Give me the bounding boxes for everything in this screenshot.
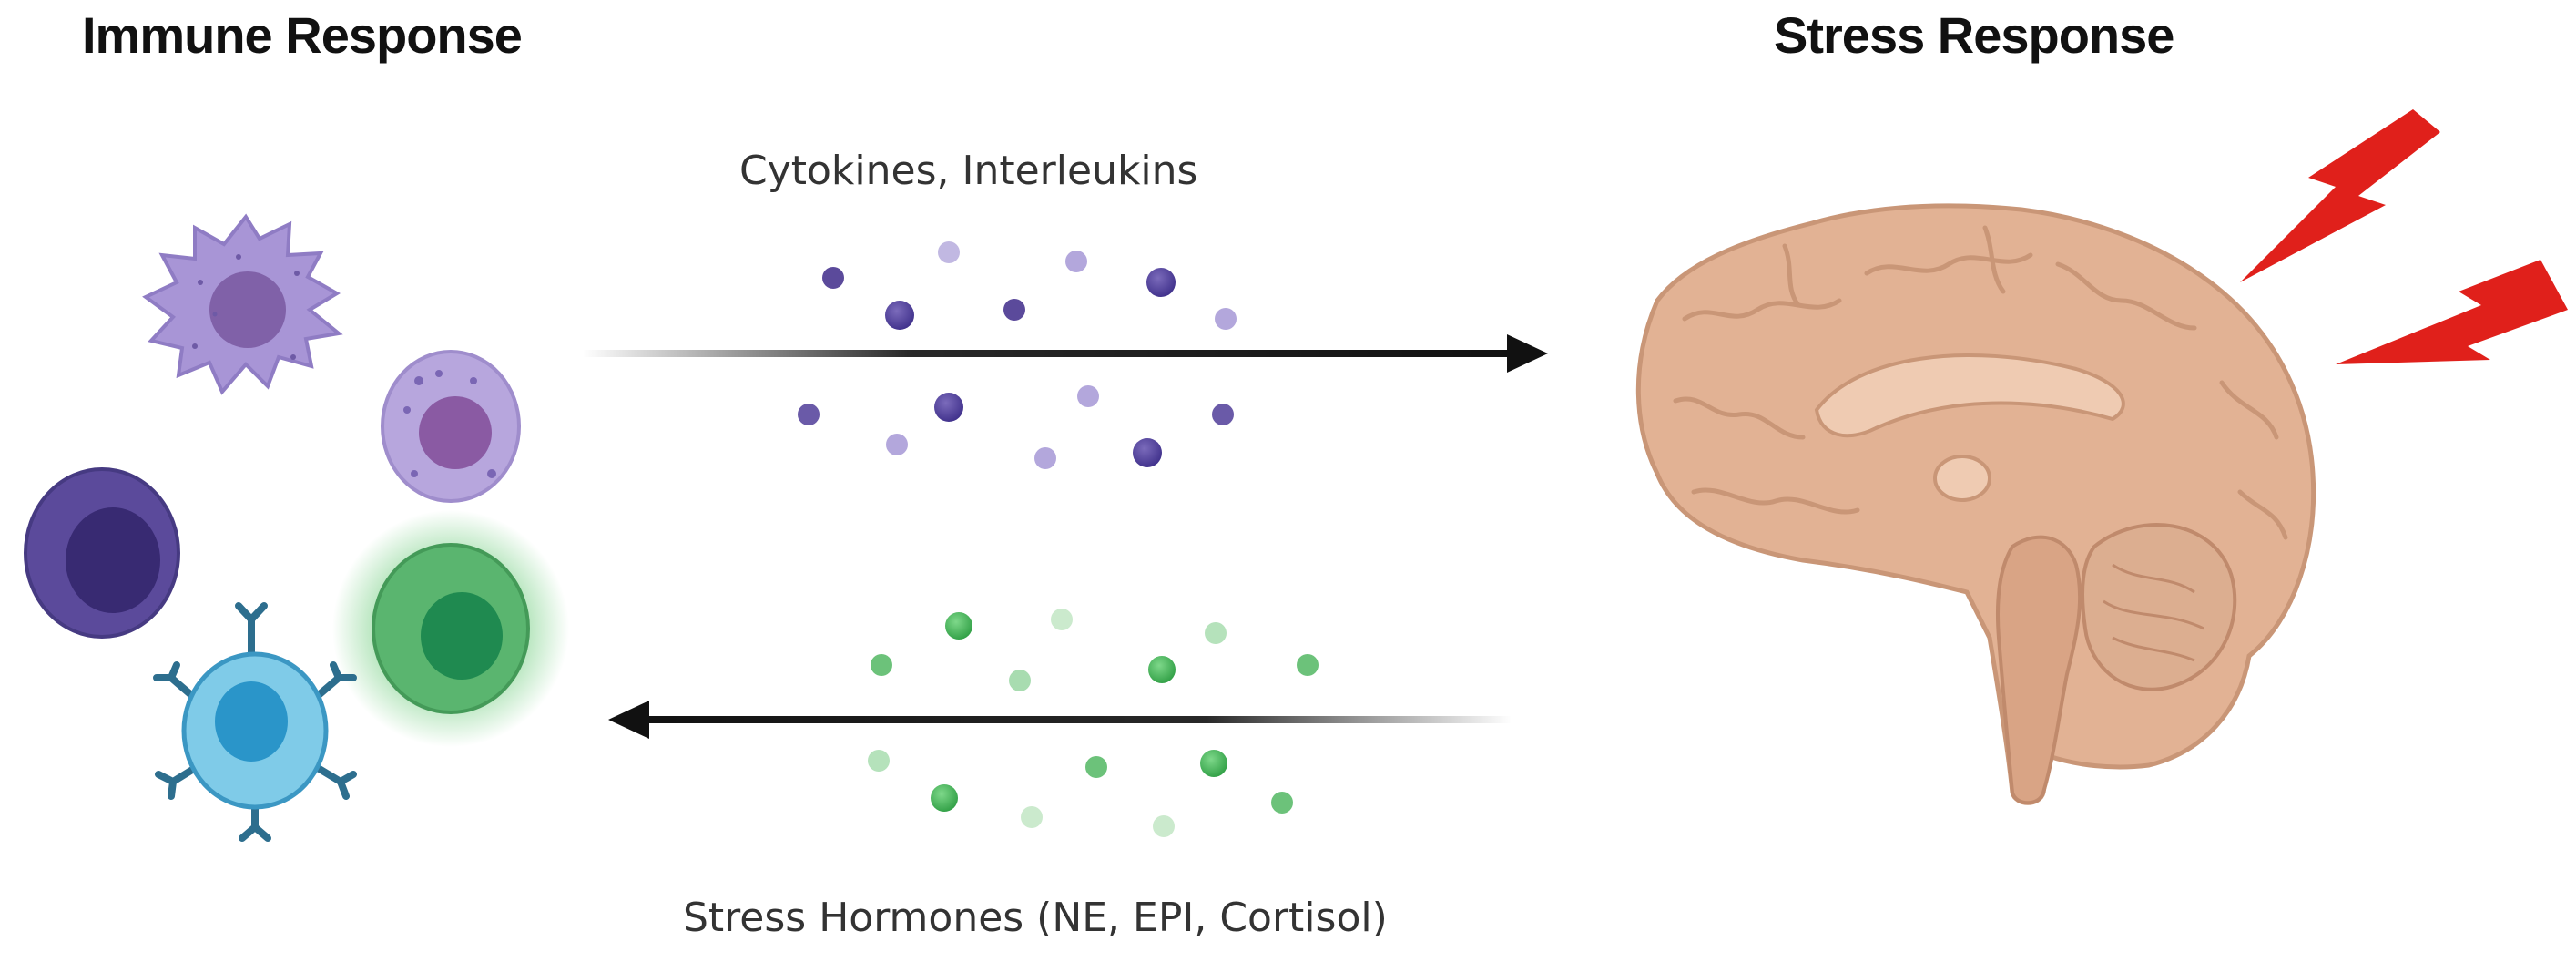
glowing-cell — [332, 510, 569, 747]
b-cell — [153, 602, 357, 842]
cytokines-label: Cytokines, Interleukins — [739, 148, 1198, 194]
mast-cell — [381, 350, 521, 503]
dendritic-cell — [142, 213, 343, 395]
immune-response-title: Immune Response — [82, 6, 523, 64]
arrow-to-immune — [608, 701, 1512, 739]
lightning-bolt-icon — [2240, 109, 2568, 364]
brain-icon — [1635, 203, 2316, 805]
stress-hormones-label: Stress Hormones (NE, EPI, Cortisol) — [683, 895, 1388, 941]
stress-response-title: Stress Response — [1774, 6, 2174, 64]
hormone-particles — [868, 609, 1319, 837]
arrow-to-brain — [583, 334, 1548, 373]
cytokine-particles — [798, 241, 1237, 469]
lymphocyte — [24, 467, 180, 639]
